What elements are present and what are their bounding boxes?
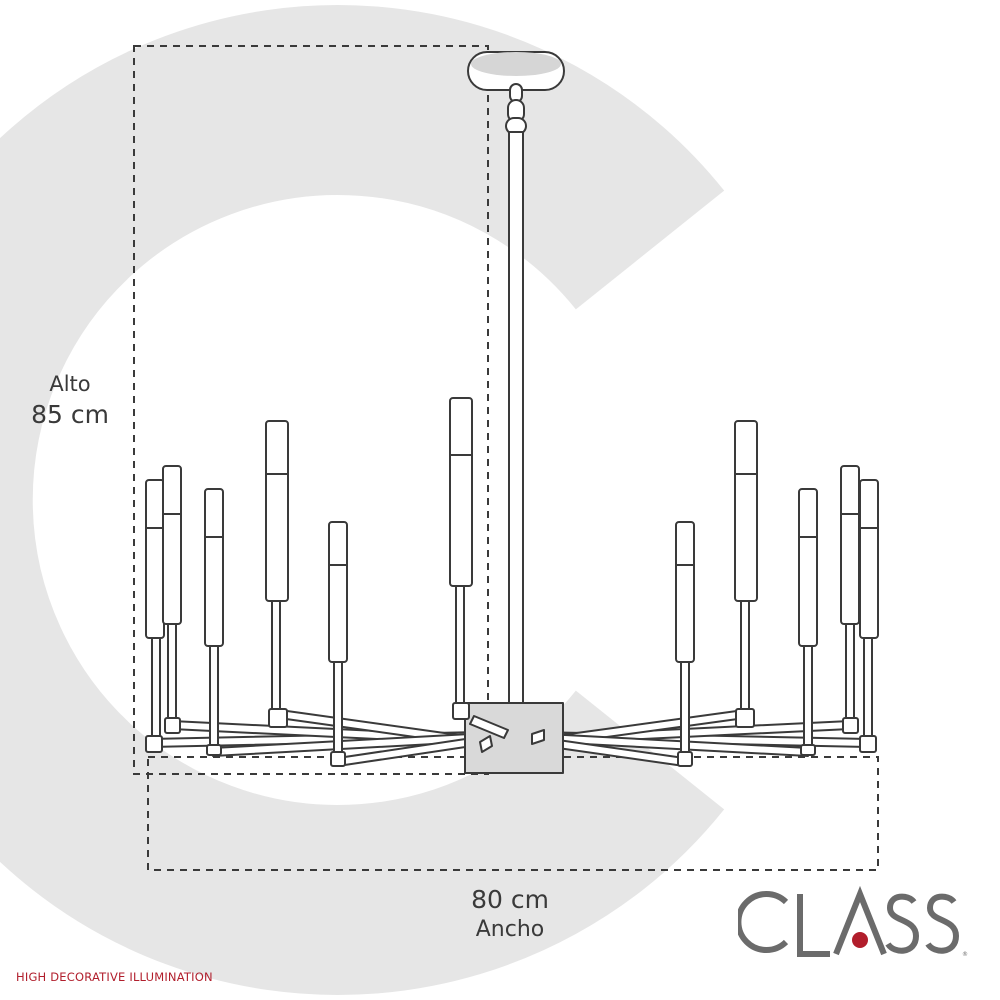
lamp-right-4 xyxy=(840,465,860,734)
width-value: 80 cm xyxy=(471,885,549,914)
height-value: 85 cm xyxy=(31,400,109,429)
center-stem xyxy=(508,131,524,705)
brand-tagline: HIGH DECORATIVE ILLUMINATION xyxy=(16,970,213,984)
registered-mark: ® xyxy=(962,951,968,958)
lamp-right-5 xyxy=(859,479,879,753)
central-hub xyxy=(464,702,564,774)
lamp-left-4 xyxy=(265,420,289,728)
height-dimension-box xyxy=(133,45,489,775)
chain-links xyxy=(505,83,527,135)
lamp-left-5 xyxy=(328,521,348,767)
chandelier-drawing xyxy=(145,51,879,774)
width-label: Ancho xyxy=(475,917,545,942)
lamp-left-6 xyxy=(449,397,473,720)
brand-wordmark: ® xyxy=(738,885,968,958)
height-label: Alto xyxy=(49,372,91,396)
watermark-c xyxy=(0,5,725,995)
brand-logo: ® xyxy=(738,884,968,984)
lamp-right-2 xyxy=(734,420,758,728)
lamp-right-3 xyxy=(798,488,818,756)
lamp-cylinders xyxy=(145,397,879,767)
lamp-left-1 xyxy=(145,479,165,753)
lamp-right-1 xyxy=(675,521,695,767)
lamp-left-3 xyxy=(204,488,224,756)
brand-dot xyxy=(852,932,868,948)
lamp-left-2 xyxy=(162,465,182,734)
